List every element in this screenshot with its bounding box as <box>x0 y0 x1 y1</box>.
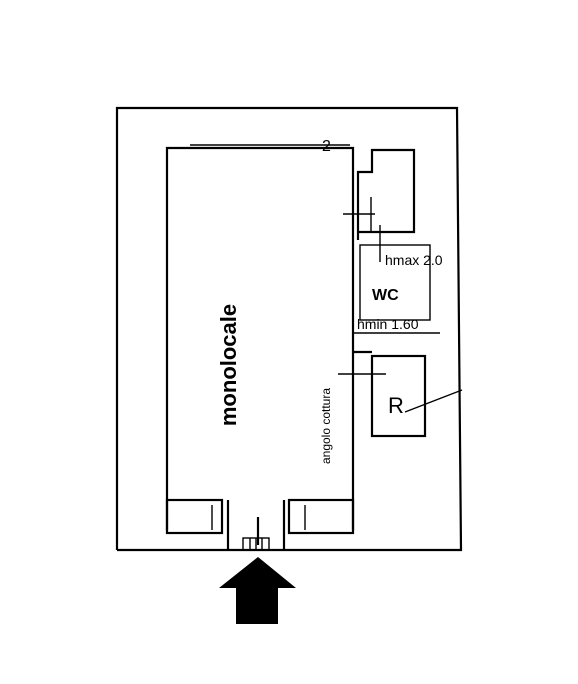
main-room-outline <box>165 146 355 530</box>
r-room-label: R <box>388 393 404 418</box>
wall-block-right <box>287 498 355 535</box>
outer-wall <box>115 106 463 552</box>
height-min-label: hmin 1.60 <box>357 316 419 332</box>
shower-cabinet <box>356 148 416 240</box>
arrow-up-icon <box>219 557 296 624</box>
wc-room <box>359 244 431 321</box>
r-room-diagonal-line <box>404 389 463 413</box>
main-room-label: monolocale <box>216 304 241 426</box>
wc-label: WC <box>372 287 399 304</box>
height-max-label: hmax 2.0 <box>385 252 443 268</box>
r-room <box>370 354 427 438</box>
kitchen-corner-label: angolo cottura <box>319 388 333 464</box>
wall-block-left <box>165 498 224 535</box>
corner-mark-text: 2 <box>322 138 331 155</box>
